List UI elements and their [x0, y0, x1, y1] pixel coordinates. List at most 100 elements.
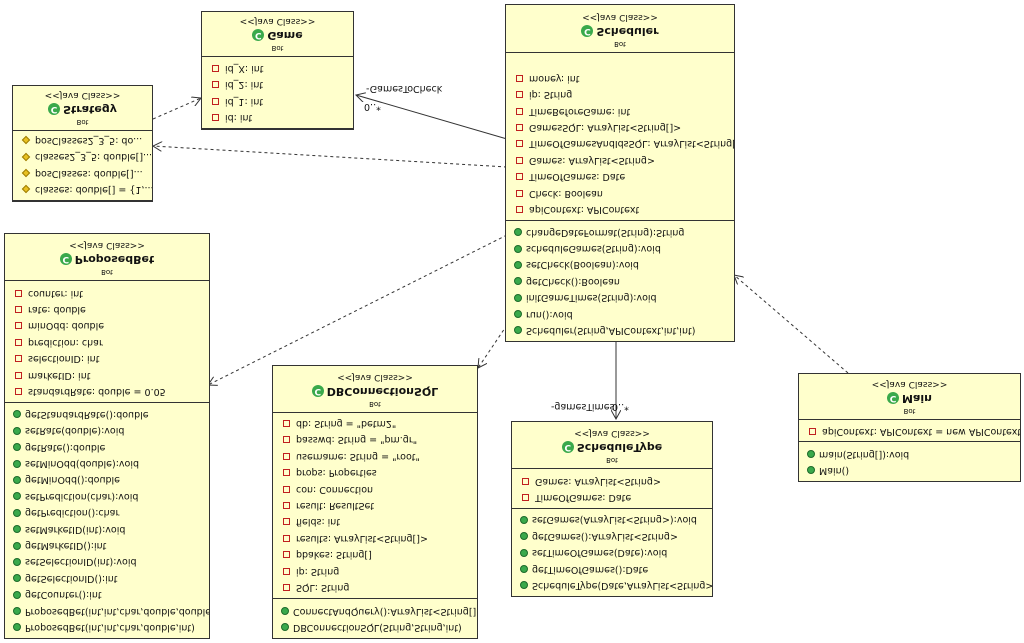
- method-row[interactable]: getTimeOfGames():Date: [512, 560, 712, 576]
- field-row[interactable]: results: ArrayList<String[]>: [273, 529, 477, 545]
- field-row[interactable]: TimeOfGames: Date: [506, 168, 734, 184]
- method-row[interactable]: setGames(ArrayList<String>):void: [512, 511, 712, 527]
- public-method-icon: [514, 228, 522, 237]
- method-row[interactable]: Main(): [799, 462, 1020, 478]
- private-field-icon: [283, 518, 290, 526]
- field-row[interactable]: money: int: [506, 69, 734, 85]
- field-row[interactable]: TimeOfGames: Date: [512, 489, 712, 505]
- strategy-name: Strategy: [63, 103, 117, 116]
- method-row[interactable]: setMarketID(int):void: [5, 520, 209, 536]
- field-row[interactable]: apiContext: APIContext: [506, 201, 734, 217]
- field-row[interactable]: minOdd: double: [5, 317, 209, 333]
- private-field-icon: [15, 306, 22, 314]
- method-row[interactable]: ScheduleType(Date,ArrayList<String>): [512, 577, 712, 593]
- proposedbet-name: ProposedBet: [74, 253, 155, 266]
- class-main[interactable]: Main()main(String[]):void apiContext: AP…: [798, 373, 1021, 482]
- method-signature: run():void: [526, 308, 573, 320]
- method-row[interactable]: setRate(double):void: [5, 422, 209, 438]
- method-row[interactable]: setCheck(Boolean):void: [506, 256, 734, 272]
- field-row[interactable]: db: String = "betm2": [273, 415, 477, 431]
- field-signature: fields: int: [296, 516, 341, 528]
- field-row[interactable]: selectionID: int: [5, 350, 209, 366]
- class-strategy[interactable]: classes: double[] = {1,... posClasses: do…: [12, 85, 153, 202]
- field-row[interactable]: SQL: String: [273, 579, 477, 595]
- method-row[interactable]: getCounter():int: [5, 586, 209, 602]
- field-signature: TimeOfGames: Date: [529, 171, 626, 183]
- method-row[interactable]: setPrediction(char):void: [5, 487, 209, 503]
- field-row[interactable]: con: Connection: [273, 480, 477, 496]
- field-row[interactable]: TimeOfGamesAndIdsSQL: ArrayList<String[]…: [506, 135, 734, 151]
- method-row[interactable]: setSelectionID(int):void: [5, 553, 209, 569]
- field-row[interactable]: id_X: int: [202, 59, 353, 75]
- method-row[interactable]: DBConnectionSQL(String,String,int): [273, 619, 477, 635]
- field-row[interactable]: Games: ArrayList<String>: [512, 472, 712, 488]
- field-row[interactable]: marketID: int: [5, 366, 209, 382]
- field-row[interactable]: ip: String: [273, 562, 477, 578]
- field-signature: classes: double[] = {1,...: [35, 184, 152, 195]
- method-row[interactable]: getMarketID():int: [5, 537, 209, 553]
- field-row[interactable]: passwd: String = "pm.gr": [273, 431, 477, 447]
- class-dbconnectionsql[interactable]: DBConnectionSQL(String,String,int)Connec…: [272, 365, 478, 639]
- field-row[interactable]: TimeBeforeGame: int: [506, 102, 734, 118]
- field-row[interactable]: Games: ArrayList<String>: [506, 151, 734, 167]
- field-row[interactable]: counter: int: [5, 284, 209, 300]
- private-field-icon: [15, 388, 22, 395]
- class-proposedbet[interactable]: ProposedBet(int,int,char,double,int) Prop…: [4, 233, 210, 639]
- method-row[interactable]: getCheck():Boolean: [506, 272, 734, 288]
- method-row[interactable]: getMinOdd():double: [5, 471, 209, 487]
- method-row[interactable]: getSelectionID():int: [5, 569, 209, 585]
- method-row[interactable]: Scheduler(String,APIContext,int,int): [506, 322, 734, 338]
- field-row[interactable]: username: String = "root": [273, 447, 477, 463]
- class-scheduler[interactable]: Scheduler(String,APIContext,int,int) run(…: [505, 4, 735, 342]
- method-row[interactable]: getStandardRate():double: [5, 406, 209, 422]
- private-field-icon: [516, 189, 523, 197]
- field-row[interactable]: id_2: int: [202, 76, 353, 92]
- static-field-icon: [21, 152, 31, 161]
- method-row[interactable]: setTimeOfGames(Date):void: [512, 544, 712, 560]
- field-row[interactable]: GamesSQL: ArrayList<String[]>: [506, 119, 734, 135]
- field-row[interactable]: standardRate: double = 0.05: [5, 383, 209, 399]
- field-row[interactable]: pbakes: String[]: [273, 546, 477, 562]
- public-method-icon: [514, 326, 522, 335]
- field-row[interactable]: fields: int: [273, 513, 477, 529]
- method-row[interactable]: changeDateFormat(String):String: [506, 223, 734, 239]
- method-row[interactable]: scheduleGames(String):void: [506, 240, 734, 256]
- field-row[interactable]: posClasses: double[]...: [13, 164, 152, 180]
- method-signature: getPrediction():char: [25, 507, 120, 519]
- field-row[interactable]: result: ResultSet: [273, 497, 477, 513]
- method-row[interactable]: main(String[]):void: [799, 445, 1020, 461]
- method-row[interactable]: ConnectAndQuery():ArrayList<String[]>: [273, 602, 477, 618]
- field-row[interactable]: posClasses2_3_5: do...: [13, 131, 152, 147]
- field-row[interactable]: id: int: [202, 109, 353, 125]
- public-method-icon: [13, 508, 21, 517]
- field-row[interactable]: classes2_3_5: double[]...: [13, 148, 152, 164]
- field-row[interactable]: Check: Boolean: [506, 184, 734, 200]
- field-row[interactable]: apiContext: APIContext = new APIContext(…: [799, 423, 1020, 439]
- field-signature: apiContext: APIContext: [529, 204, 640, 215]
- method-row[interactable]: ProposedBet(int,int,char,double,int): [5, 619, 209, 635]
- field-row[interactable]: ip: String: [506, 86, 734, 102]
- scheduletype-methods: ScheduleType(Date,ArrayList<String>)getT…: [512, 508, 712, 596]
- dep-main-scheduler: [734, 275, 849, 374]
- method-row[interactable]: getRate():double: [5, 438, 209, 454]
- class-scheduletype[interactable]: ScheduleType(Date,ArrayList<String>)getT…: [511, 421, 713, 597]
- class-icon: C: [311, 385, 324, 397]
- game-package: Bot: [271, 44, 284, 52]
- public-method-icon: [514, 310, 522, 319]
- field-row[interactable]: id_1: int: [202, 92, 353, 108]
- field-row[interactable]: classes: double[] = {1,...: [13, 181, 152, 197]
- method-row[interactable]: getPrediction():char: [5, 504, 209, 520]
- field-row[interactable]: props: Properties: [273, 464, 477, 480]
- field-signature: ip: String: [529, 89, 573, 101]
- method-row[interactable]: run():void: [506, 305, 734, 321]
- method-row[interactable]: setMinOdd(double):void: [5, 455, 209, 471]
- method-row[interactable]: initGameTimes(String):void: [506, 289, 734, 305]
- field-row[interactable]: prediction: char: [5, 333, 209, 349]
- game-methods: [202, 128, 353, 129]
- method-row[interactable]: ProposedBet(int,int,char,double,double): [5, 602, 209, 618]
- field-row[interactable]: rate: double: [5, 301, 209, 317]
- method-row[interactable]: getGames():ArrayList<String>: [512, 527, 712, 543]
- method-signature: ProposedBet(int,int,char,double,int): [25, 622, 195, 633]
